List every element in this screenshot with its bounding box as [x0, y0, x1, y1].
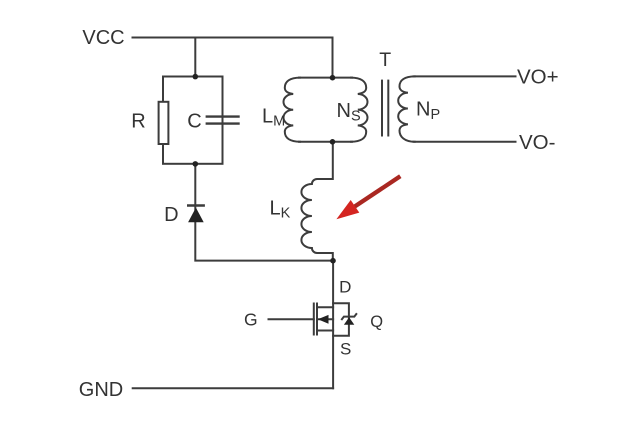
- svg-text:R: R: [131, 110, 145, 132]
- svg-text:VO-: VO-: [519, 131, 555, 154]
- svg-text:NS: NS: [337, 100, 361, 125]
- svg-text:C: C: [187, 110, 201, 132]
- svg-text:T: T: [379, 49, 391, 71]
- svg-text:D: D: [339, 277, 351, 296]
- svg-text:D: D: [164, 204, 178, 226]
- svg-text:LK: LK: [270, 198, 291, 222]
- svg-text:NP: NP: [416, 99, 440, 124]
- svg-text:Q: Q: [370, 313, 383, 331]
- svg-text:LM: LM: [262, 106, 285, 130]
- svg-text:VO+: VO+: [517, 66, 559, 89]
- svg-text:GND: GND: [79, 379, 123, 401]
- svg-text:VCC: VCC: [82, 27, 124, 49]
- svg-text:S: S: [340, 339, 351, 358]
- svg-text:G: G: [244, 309, 258, 329]
